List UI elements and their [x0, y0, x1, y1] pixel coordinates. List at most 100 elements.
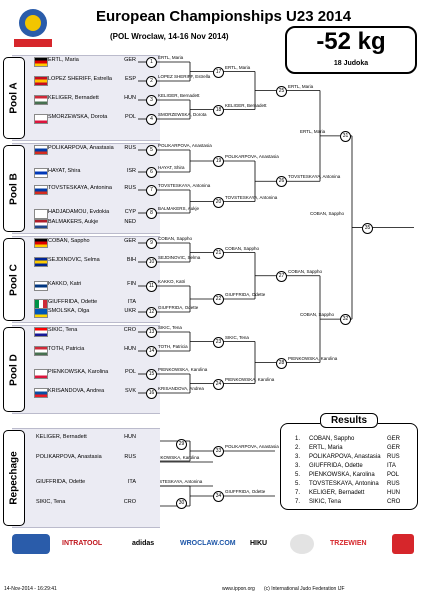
country-flag-icon	[34, 388, 48, 398]
match-number: 24	[213, 378, 224, 390]
match-number: 35	[362, 222, 373, 234]
event-logo	[8, 6, 58, 50]
match-number: 7	[146, 185, 157, 196]
country-flag-icon	[34, 346, 48, 356]
country-flag-icon	[34, 327, 48, 337]
result-name: COBAN, Sappho	[309, 436, 355, 442]
competitor-country: ITA	[127, 299, 136, 305]
winner-label: BALMAKERS, Aukje	[158, 206, 200, 211]
sponsor-logo: WROCLAW.COM	[180, 540, 236, 547]
competitor-country: ISR	[126, 168, 136, 174]
match-number: 29	[176, 439, 187, 450]
result-place: 7.	[295, 490, 301, 496]
result-name: PIENKOWSKA, Karolina	[309, 472, 375, 478]
result-name: ERTL, Maria	[309, 445, 343, 451]
competitor-country: UKR	[124, 308, 136, 314]
country-flag-icon	[34, 57, 48, 67]
winner-label: POLIKARPOVA, Anastasia	[225, 444, 279, 449]
match-number: 6	[146, 167, 157, 178]
winner-label: ERTL, Maria	[300, 128, 326, 134]
competitor-name: HADJADAMOU, Evdokia	[48, 209, 110, 215]
winner-label: HAYAT, Shira	[158, 165, 185, 170]
competitor-name: COBAN, Sappho	[48, 238, 90, 244]
pool-label-box-4: Pool D	[3, 327, 25, 412]
match-number: 2	[146, 76, 157, 87]
result-country: RUS	[387, 454, 400, 460]
winner-label: TOVSTESKAYA, Antonina	[225, 194, 278, 200]
sponsor-emblem	[392, 534, 414, 554]
match-number: 34	[213, 491, 224, 502]
results-title: Results	[319, 413, 379, 428]
country-flag-icon	[34, 145, 48, 155]
winner-label: KELIGER, Bernadett	[158, 93, 200, 98]
match-number: 32	[340, 314, 351, 326]
winner-label: COBAN, Sappho	[310, 210, 345, 216]
match-number: 1	[146, 57, 157, 68]
pool-label-box-3: Pool C	[3, 238, 25, 321]
match-number: 28	[276, 357, 287, 369]
competitor-name: TOVSTESKAYA, Antonina	[48, 185, 112, 191]
match-number: 23	[213, 336, 224, 348]
winner-label: PIENKOWSKA, Karolina	[288, 355, 338, 361]
competitor-name: ERTL, Maria	[48, 57, 79, 63]
result-country: CRO	[387, 499, 401, 505]
result-country: GER	[387, 436, 401, 442]
winner-label: SIKIC, Tena	[158, 325, 182, 330]
winner-label: GIUFFRIDA, Odette	[225, 489, 266, 494]
winner-label: KRISANDOVA, Andrea	[158, 386, 204, 391]
winner-label: COBAN, Sappho	[300, 312, 335, 318]
competitor-name: PIENKOWSKA, Karolina	[48, 369, 109, 375]
result-place: 5.	[295, 481, 301, 487]
competitor-name: KELIGER, Bernadett	[36, 434, 87, 440]
country-flag-icon	[34, 209, 48, 219]
winner-label: KELIGER, Bernadett	[225, 102, 267, 108]
repechage-label-box: Repechage	[3, 430, 25, 526]
result-place: 3.	[295, 454, 301, 460]
country-flag-icon	[34, 114, 48, 124]
competitor-country: CRO	[123, 327, 136, 333]
winner-label: POLIKARPOVA, Anastasia	[225, 154, 279, 159]
competitor-name: KELIGER, Bernadett	[48, 95, 99, 101]
competitor-country: GER	[124, 57, 136, 63]
competitor-country: ITA	[127, 479, 136, 485]
winner-label: LOPEZ SHERIFF, Estrella	[158, 74, 211, 79]
competitor-name: LOPEZ SHERIFF, Estrella	[48, 76, 112, 82]
result-country: RUS	[387, 481, 400, 487]
winner-label: SMORZEWSKA, Dorota	[158, 112, 207, 117]
page-title: European Championships U23 2014	[96, 8, 352, 25]
competitor-country: CYP	[124, 209, 136, 215]
competitor-name: KAKKO, Katri	[48, 281, 82, 287]
competitor-country: NED	[124, 219, 136, 225]
match-number: 11	[146, 281, 157, 292]
sponsor-logo: TRZEWIEN	[330, 540, 367, 547]
match-number: 27	[276, 270, 287, 282]
match-number: 10	[146, 257, 157, 268]
match-number: 18	[213, 104, 224, 116]
result-place: 5.	[295, 472, 301, 478]
winner-label: POLIKARPOVA, Anastasia	[158, 143, 212, 148]
match-number: 12	[146, 307, 157, 318]
match-number: 26	[276, 176, 287, 188]
competitor-name: POLIKARPOVA, Anastasia	[48, 145, 114, 151]
competitor-name: SEJDINOVIC, Selma	[48, 257, 100, 263]
competitor-country: POL	[124, 369, 136, 375]
match-number: 22	[213, 294, 224, 305]
result-name: TOVSTESKAYA, Antonina	[309, 481, 379, 487]
winner-label: SEJDINOVIC, Selma	[158, 255, 201, 260]
winner-label: ERTL, Maria	[225, 64, 251, 70]
pool-label-box-1: Pool A	[3, 57, 25, 139]
competitor-country: SVK	[124, 388, 136, 394]
country-flag-icon	[34, 76, 48, 86]
winner-label: TOTH, Patricia	[158, 344, 188, 349]
